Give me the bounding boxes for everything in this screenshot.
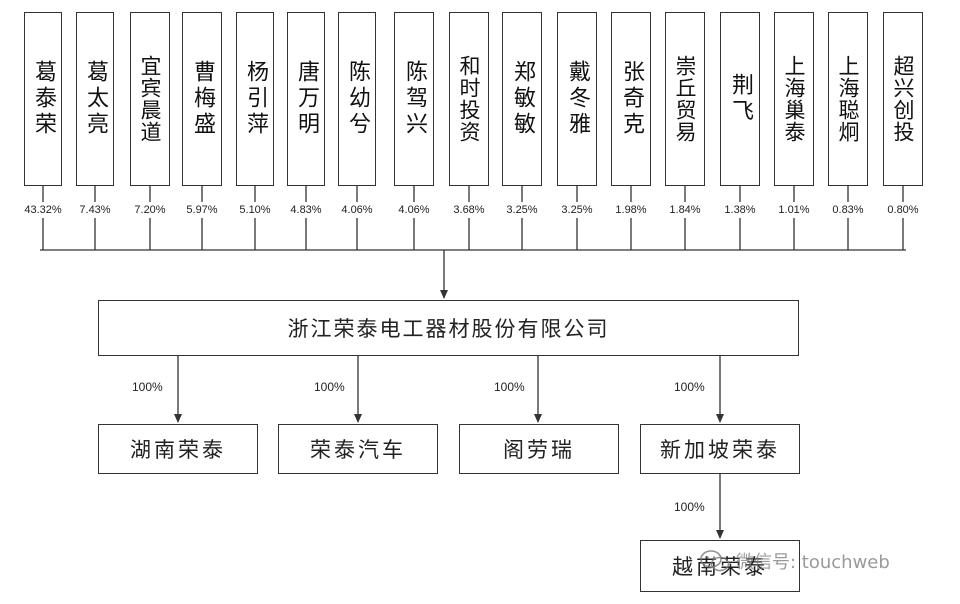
shareholder-box-1: 葛泰荣 <box>24 12 62 186</box>
shareholder-pct: 4.06% <box>398 204 430 216</box>
subsidiary-name-2: 荣泰汽车 <box>310 438 406 462</box>
shareholder-name: 超兴创投 <box>891 55 915 143</box>
company-name: 浙江荣泰电工器材股份有限公司 <box>287 317 610 341</box>
shareholder-name: 葛泰荣 <box>31 60 56 138</box>
shareholder-pct: 0.83% <box>832 204 864 216</box>
shareholder-name: 和时投资 <box>457 55 481 143</box>
shareholder-pct: 4.06% <box>341 204 373 216</box>
watermark-text: 微信号: touchweb <box>736 552 890 573</box>
shareholder-pct: 7.43% <box>79 204 111 216</box>
shareholder-box-14: 荆飞 <box>720 12 760 186</box>
shareholder-name: 杨引萍 <box>243 60 268 138</box>
shareholder-pct: 3.25% <box>561 204 593 216</box>
shareholder-pct: 1.98% <box>615 204 647 216</box>
shareholder-pct: 1.38% <box>724 204 756 216</box>
shareholder-name: 荆飞 <box>728 73 753 125</box>
second-level-box: 越南荣泰 <box>640 540 800 592</box>
sub-2-pct: 100% <box>314 380 345 394</box>
shareholder-name: 陈驾兴 <box>402 60 427 138</box>
subsidiary-box-3: 阁劳瑞 <box>459 424 619 474</box>
shareholder-box-10: 郑敏敏 <box>502 12 542 186</box>
second-level-pct: 100% <box>674 500 705 514</box>
subsidiary-box-2: 荣泰汽车 <box>278 424 438 474</box>
shareholder-box-11: 戴冬雅 <box>557 12 597 186</box>
wechat-icon <box>700 550 730 572</box>
shareholder-pct: 0.80% <box>887 204 919 216</box>
shareholder-pct: 1.84% <box>669 204 701 216</box>
shareholder-name: 唐万明 <box>294 60 319 138</box>
shareholder-box-9: 和时投资 <box>449 12 489 186</box>
shareholder-box-5: 杨引萍 <box>236 12 274 186</box>
shareholder-box-16: 上海聪炯 <box>828 12 868 186</box>
shareholder-name: 曹梅盛 <box>190 60 215 138</box>
subsidiary-box-1: 湖南荣泰 <box>98 424 258 474</box>
shareholder-box-17: 超兴创投 <box>883 12 923 186</box>
shareholder-box-13: 崇丘贸易 <box>665 12 705 186</box>
sub-1-pct: 100% <box>132 380 163 394</box>
shareholder-name: 郑敏敏 <box>510 60 535 138</box>
subsidiary-name-3: 阁劳瑞 <box>503 438 575 462</box>
watermark: 微信号: touchweb <box>700 548 890 574</box>
shareholder-box-15: 上海巢泰 <box>774 12 814 186</box>
second-level-name: 越南荣泰 <box>672 555 768 579</box>
sub-4-pct: 100% <box>674 380 705 394</box>
shareholder-name: 宜宾晨道 <box>138 55 162 143</box>
shareholder-box-2: 葛太亮 <box>76 12 114 186</box>
shareholder-name: 崇丘贸易 <box>673 55 697 143</box>
shareholder-name: 戴冬雅 <box>565 60 590 138</box>
subsidiary-name-1: 湖南荣泰 <box>130 438 226 462</box>
shareholder-pct: 5.97% <box>186 204 218 216</box>
shareholder-box-6: 唐万明 <box>287 12 325 186</box>
shareholder-box-12: 张奇克 <box>611 12 651 186</box>
shareholder-name: 上海聪炯 <box>836 55 860 143</box>
shareholder-pct: 5.10% <box>239 204 271 216</box>
shareholder-name: 张奇克 <box>619 60 644 138</box>
sub-3-pct: 100% <box>494 380 525 394</box>
subsidiary-box-4: 新加坡荣泰 <box>640 424 800 474</box>
shareholder-pct: 1.01% <box>778 204 810 216</box>
shareholder-pct: 43.32% <box>24 204 62 216</box>
shareholder-box-4: 曹梅盛 <box>182 12 222 186</box>
subsidiary-name-4: 新加坡荣泰 <box>660 438 780 462</box>
shareholder-box-7: 陈幼兮 <box>338 12 376 186</box>
shareholder-pct: 3.68% <box>453 204 485 216</box>
company-box: 浙江荣泰电工器材股份有限公司 <box>98 300 799 356</box>
shareholder-box-8: 陈驾兴 <box>394 12 434 186</box>
shareholder-pct: 7.20% <box>134 204 166 216</box>
shareholder-name: 上海巢泰 <box>782 55 806 143</box>
shareholder-name: 葛太亮 <box>83 60 108 138</box>
shareholder-pct: 3.25% <box>506 204 538 216</box>
shareholder-box-3: 宜宾晨道 <box>130 12 170 186</box>
shareholder-pct: 4.83% <box>290 204 322 216</box>
shareholder-name: 陈幼兮 <box>345 60 370 138</box>
